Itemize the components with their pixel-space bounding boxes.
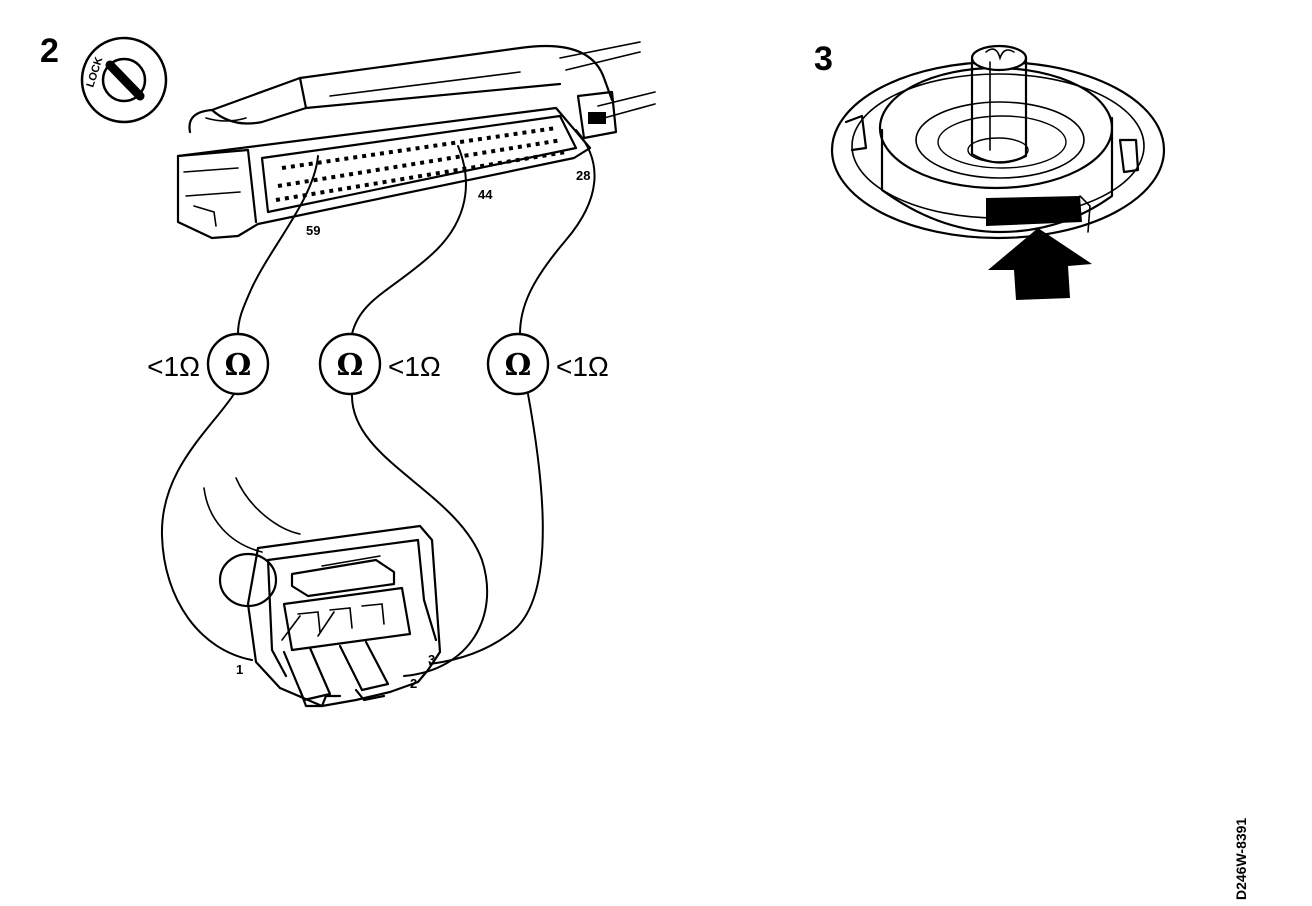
- lead-to-pin-2: [350, 393, 489, 677]
- sensor-pin-2: 2: [410, 676, 417, 691]
- resistance-value-3: <1Ω: [556, 351, 609, 382]
- ignition-lock-icon: LOCK: [80, 36, 168, 124]
- lead-pin-28: [519, 129, 596, 335]
- control-module-connector: 59 44 28: [176, 41, 656, 240]
- lead-to-pin-1: [160, 393, 253, 661]
- steering-angle-sensor: [830, 44, 1166, 300]
- resistance-value-1: <1Ω: [147, 351, 200, 382]
- ohm-icon: Ω: [225, 348, 252, 383]
- ohm-icon: Ω: [337, 348, 364, 383]
- sensor-connector: 1 2 3: [203, 477, 442, 708]
- step-2-label: 2: [40, 32, 59, 70]
- up-arrow-icon: [988, 228, 1092, 300]
- lead-pin-44: [351, 145, 467, 335]
- step-3-label: 3: [814, 40, 833, 78]
- module-pin-59: 59: [306, 223, 320, 238]
- ohmmeter-3: Ω <1Ω: [486, 332, 609, 396]
- ohmmeter-1: Ω <1Ω: [147, 332, 270, 396]
- lead-pin-59: [237, 155, 319, 335]
- ohmmeter-2: Ω <1Ω: [318, 332, 441, 396]
- resistance-value-2: <1Ω: [388, 351, 441, 382]
- module-pin-field: [275, 126, 567, 202]
- module-pin-28: 28: [576, 168, 590, 183]
- figure-reference-code: D246W-8391: [1233, 818, 1249, 900]
- lead-to-pin-3: [429, 393, 544, 665]
- module-pin-44: 44: [478, 187, 493, 202]
- ohm-icon: Ω: [505, 348, 532, 383]
- sensor-pin-3: 3: [428, 652, 435, 667]
- sensor-pin-1: 1: [236, 662, 243, 677]
